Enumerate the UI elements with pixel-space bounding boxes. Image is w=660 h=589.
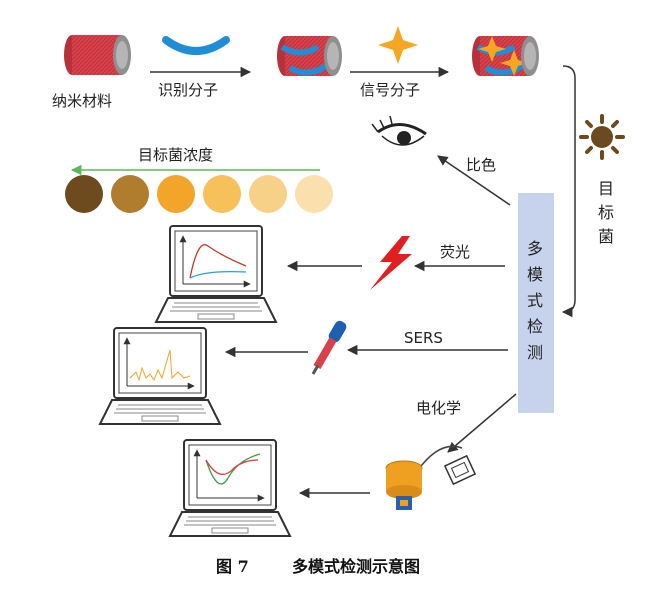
laptop-fluorescence bbox=[155, 225, 277, 323]
recognition-molecule-label: 识别分子 bbox=[158, 81, 218, 99]
figure-title: 多模式检测示意图 bbox=[292, 557, 420, 576]
signal-molecule-label: 信号分子 bbox=[360, 81, 420, 99]
concentration-swatch bbox=[295, 175, 333, 213]
concentration-swatch bbox=[249, 175, 287, 213]
nanomaterial-label: 纳米材料 bbox=[52, 92, 112, 110]
electrochemical-label: 电化学 bbox=[416, 399, 461, 417]
functionalized-tube-icon bbox=[277, 36, 342, 76]
concentration-swatches bbox=[65, 175, 333, 213]
lightning-icon bbox=[370, 236, 412, 290]
probe-tube-icon bbox=[472, 36, 539, 76]
sun-icon bbox=[579, 114, 625, 160]
eye-icon bbox=[371, 115, 427, 146]
nanomaterial-tube-icon bbox=[64, 35, 131, 75]
concentration-label: 目标菌浓度 bbox=[138, 146, 213, 164]
electrode-icon bbox=[385, 445, 477, 510]
fluorescence-label: 荧光 bbox=[440, 243, 470, 261]
colorimetric-label: 比色 bbox=[466, 156, 496, 174]
recognition-molecule-icon bbox=[162, 36, 230, 55]
signal-molecule-icon bbox=[378, 26, 418, 64]
arrow-to-eye bbox=[437, 155, 511, 206]
concentration-swatch bbox=[203, 175, 241, 213]
concentration-swatch bbox=[157, 175, 195, 213]
laptop-sers bbox=[99, 327, 221, 425]
bracket-arrow-to-detection bbox=[561, 65, 576, 318]
figure-number: 图 7 bbox=[216, 557, 249, 576]
sers-label: SERS bbox=[404, 329, 443, 347]
target-bacteria-label: 目 标 菌 bbox=[598, 179, 619, 246]
multimode-detection-label: 多 模 式 检 测 bbox=[527, 239, 548, 362]
laptop-electrochemical bbox=[169, 439, 291, 537]
concentration-swatch bbox=[111, 175, 149, 213]
raman-probe-icon bbox=[311, 320, 347, 375]
concentration-swatch bbox=[65, 175, 103, 213]
multimode-detection-panel bbox=[518, 193, 554, 413]
arrow-to-electrode bbox=[447, 393, 517, 453]
